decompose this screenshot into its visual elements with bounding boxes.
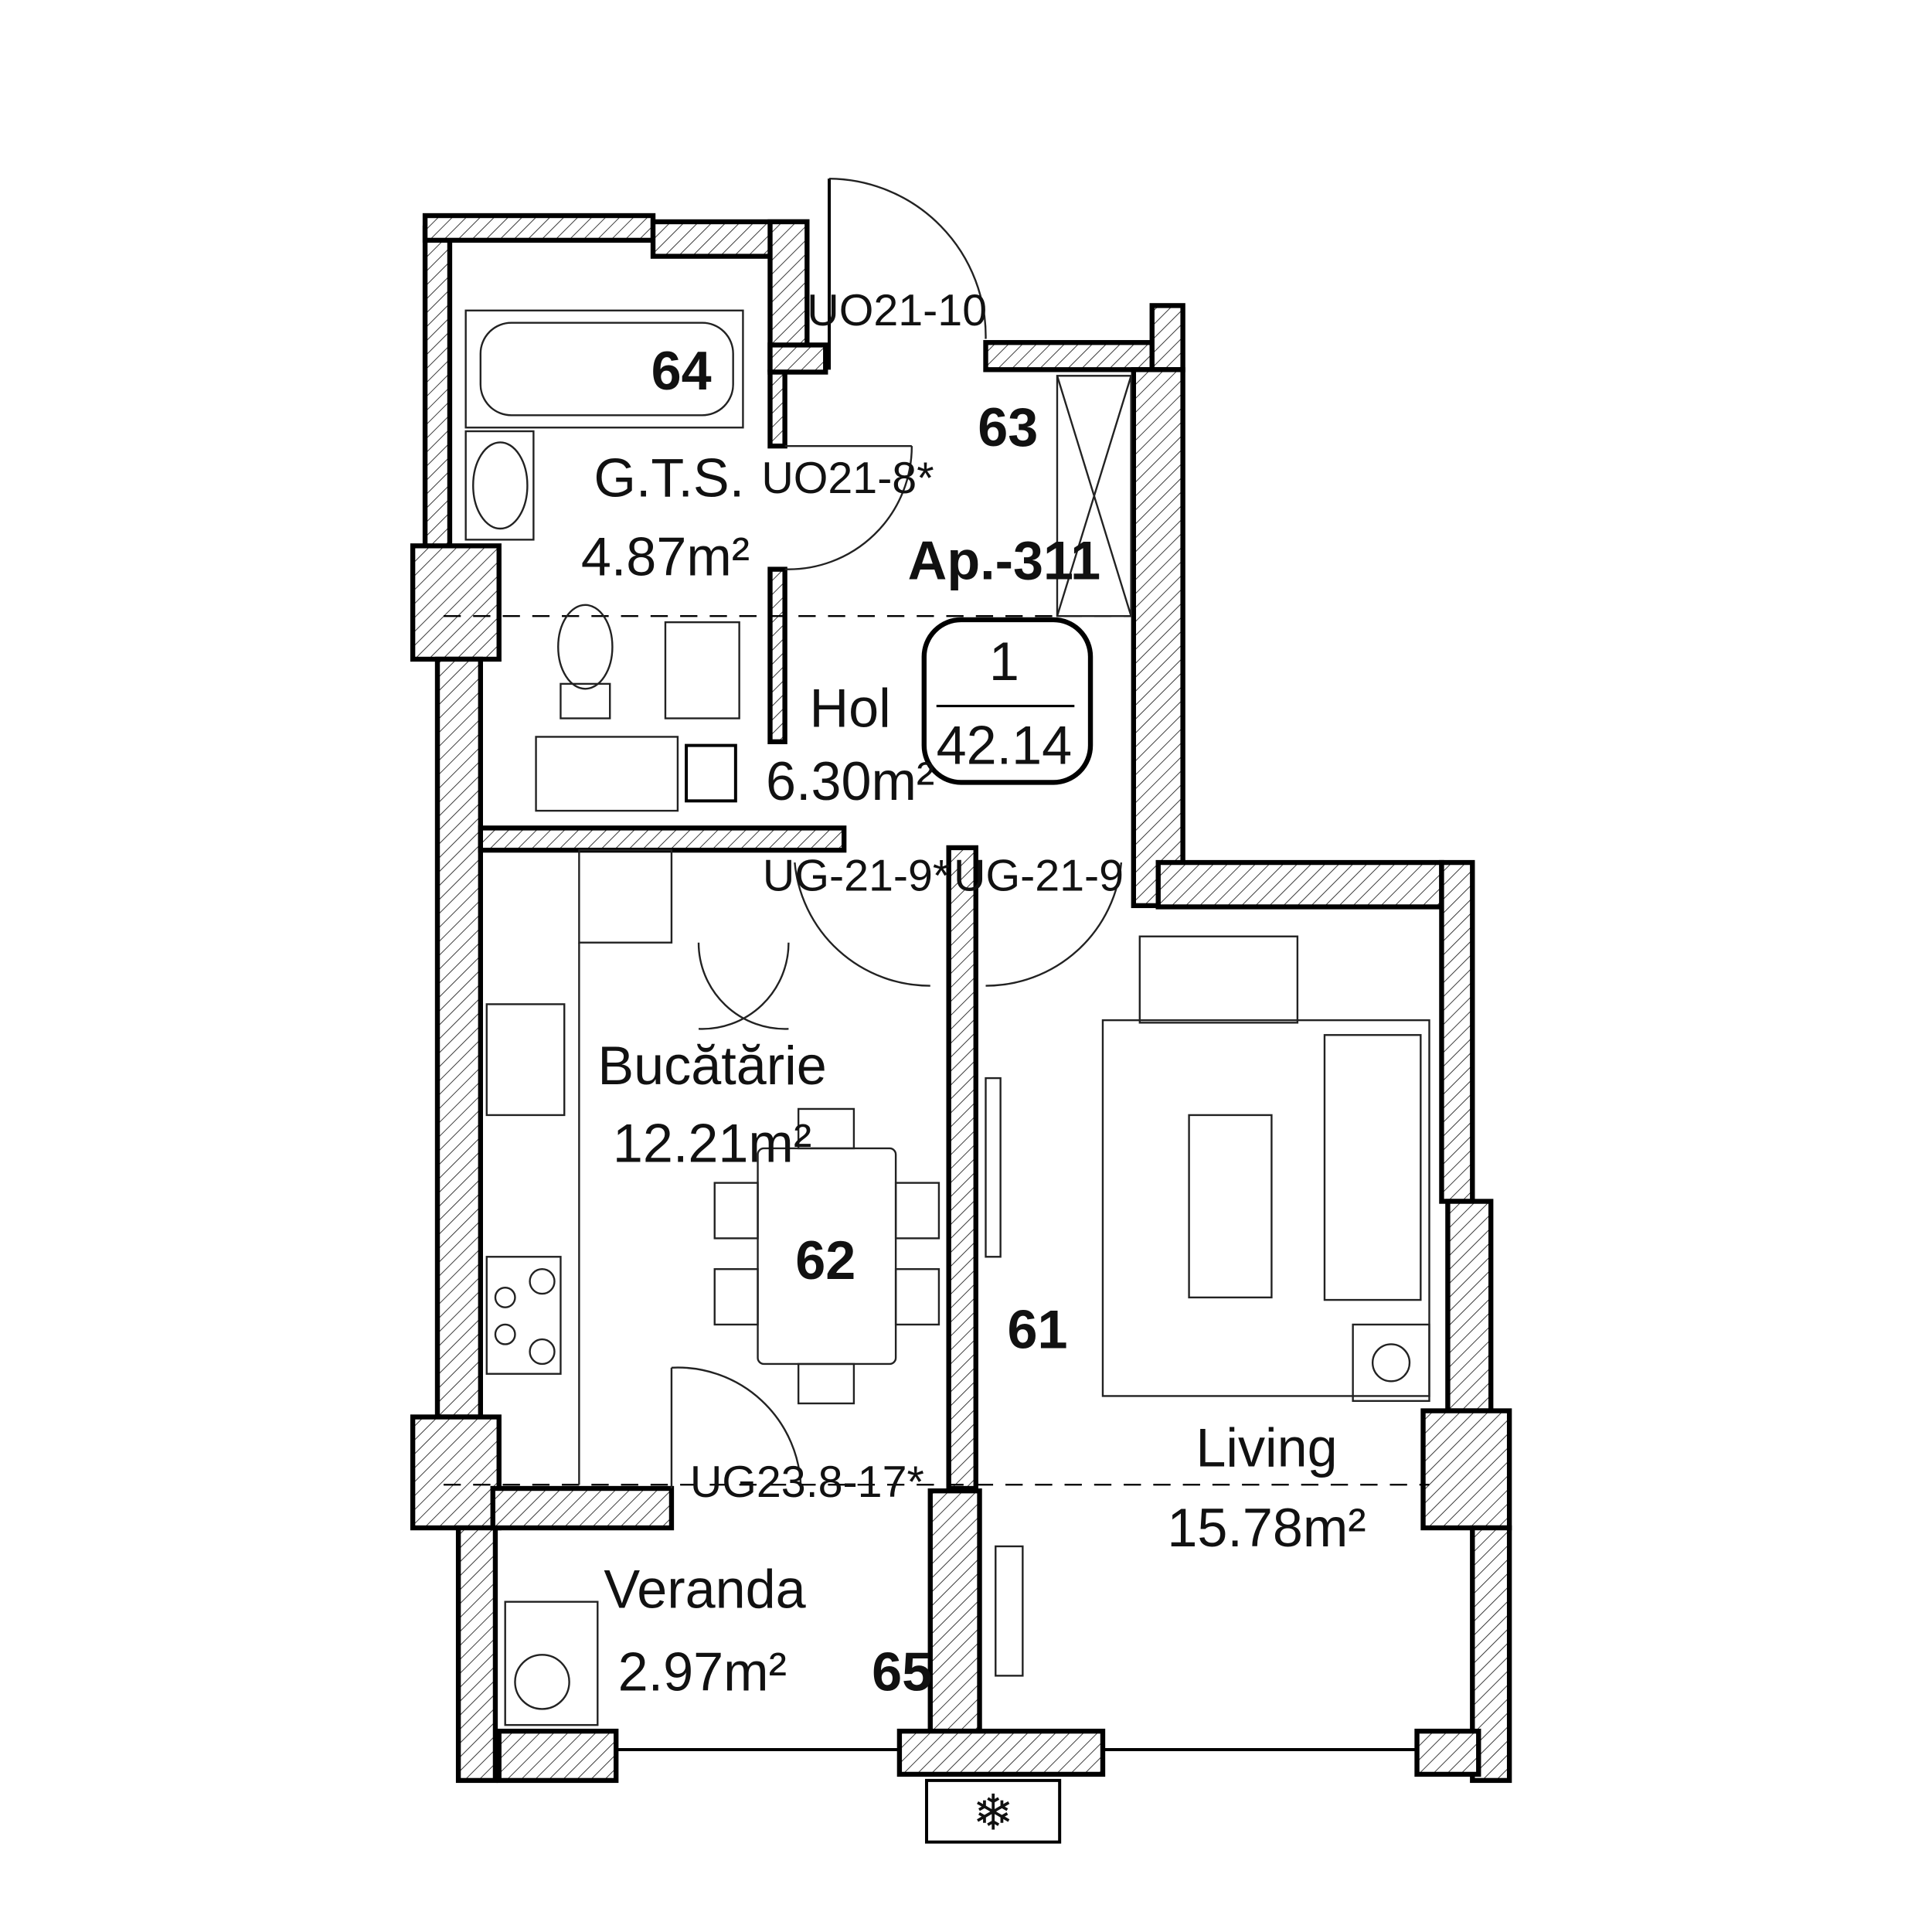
unit-badge-frame — [921, 617, 1094, 785]
door-label: UG-21-9* — [763, 852, 950, 901]
room-number-65: 65 — [872, 1641, 932, 1702]
room-name-kitchen: Bucătărie — [597, 1035, 826, 1096]
room-area-gts: 4.87m² — [581, 526, 750, 587]
room-area-kitchen: 12.21m² — [613, 1113, 811, 1174]
room-number-61: 61 — [1007, 1298, 1067, 1359]
fixtures — [464, 309, 1430, 1726]
apartment-label: Ap.-311 — [908, 529, 1101, 590]
room-name-living: Living — [1196, 1417, 1337, 1478]
room-name-veranda: Veranda — [604, 1559, 806, 1620]
room-number-64: 64 — [651, 340, 712, 401]
walls — [410, 213, 1512, 1784]
room-area-living: 15.78m² — [1167, 1497, 1366, 1558]
door-label: UG-21-9 — [954, 852, 1124, 901]
room-name-gts: G.T.S. — [594, 447, 744, 509]
door-label: UO21-10 — [807, 286, 987, 335]
room-name-hol: Hol — [810, 678, 891, 739]
room-number-63: 63 — [978, 396, 1038, 457]
rooms-count: 1 — [989, 631, 1019, 692]
door-label: UG23.8-17* — [690, 1458, 924, 1507]
door-swings — [670, 177, 1123, 1489]
room-area-hol: 6.30m² — [766, 750, 934, 811]
total-area: 42.14 — [937, 715, 1073, 776]
door-label: UO21-8* — [761, 454, 934, 503]
room-area-veranda: 2.97m² — [618, 1641, 787, 1702]
snowflake-icon: ❄ — [972, 1785, 1013, 1841]
room-number-62: 62 — [795, 1230, 855, 1291]
ac-unit — [924, 1778, 1062, 1844]
